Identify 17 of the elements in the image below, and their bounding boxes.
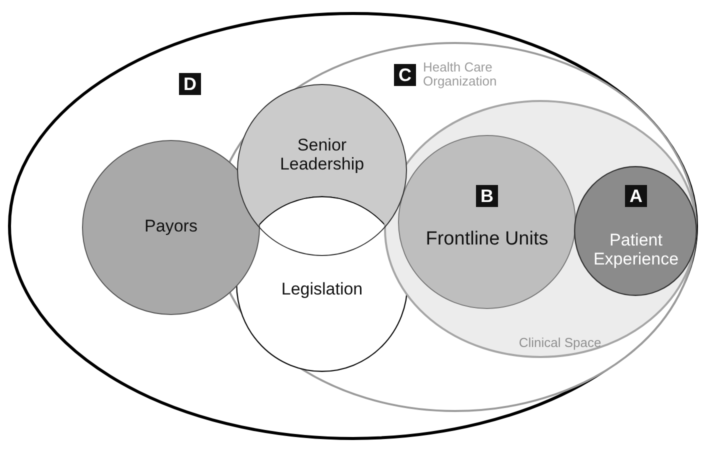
letter-tag: B — [476, 185, 498, 207]
circle-label: Payors — [144, 218, 198, 236]
region-ellipse — [384, 100, 697, 358]
letter-tag: C — [394, 64, 416, 86]
circle — [82, 140, 260, 315]
region-label: Clinical Space — [518, 336, 602, 350]
circle-label: Senior Leadership — [278, 136, 366, 174]
circle-label: Patient Experience — [592, 231, 680, 269]
letter-tag: D — [179, 73, 201, 95]
circle — [398, 135, 576, 309]
circle-label: Legislation — [280, 280, 364, 300]
letter-tag: A — [625, 185, 647, 207]
circle — [237, 84, 407, 256]
outer-ellipse — [8, 12, 698, 440]
circle — [574, 166, 697, 296]
circle-label: Frontline Units — [424, 230, 550, 250]
region-label: Health Care Organization — [423, 60, 498, 90]
